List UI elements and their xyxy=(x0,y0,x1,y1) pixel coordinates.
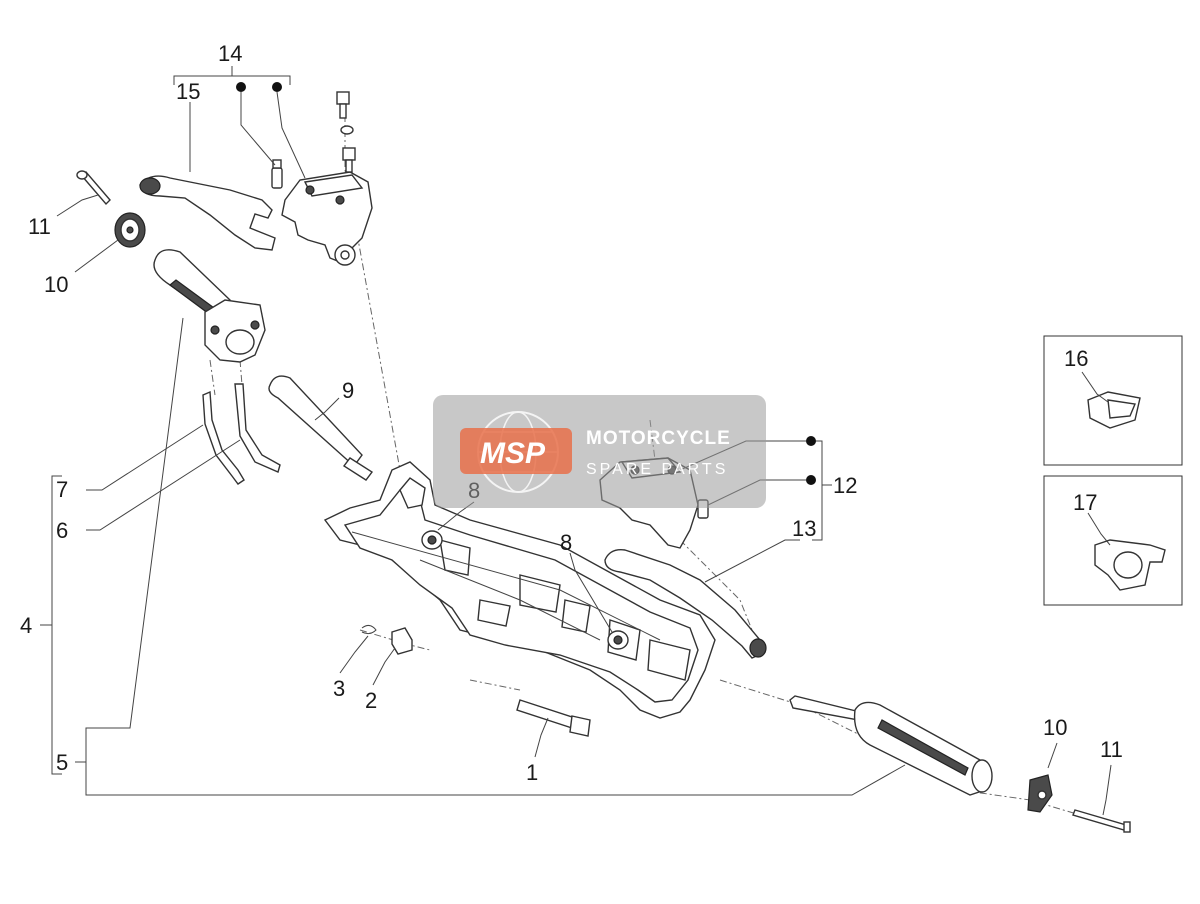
callout-10-right: 10 xyxy=(1043,715,1067,740)
callout-17: 17 xyxy=(1073,490,1097,515)
inset-box-16 xyxy=(1043,335,1183,466)
callout-9: 9 xyxy=(342,378,354,403)
left-throttle-housing xyxy=(204,299,266,363)
callout-16: 16 xyxy=(1064,346,1088,371)
callout-5: 5 xyxy=(56,750,68,775)
throttle-cable-7 xyxy=(202,390,245,485)
callout-11-right: 11 xyxy=(1100,737,1123,762)
callout-leaders xyxy=(56,102,1112,816)
inset-box-17 xyxy=(1043,475,1183,606)
right-grip xyxy=(789,695,993,796)
watermark-logo-badge xyxy=(460,428,572,474)
right-bar-end-weight xyxy=(1027,774,1053,813)
callout-1: 1 xyxy=(526,760,538,785)
square-nut xyxy=(391,627,413,655)
left-brake-lever xyxy=(139,175,276,251)
throttle-cable-6 xyxy=(234,383,281,473)
watermark-subtitle: SPARE PARTS xyxy=(586,461,728,478)
bolt-center xyxy=(516,699,591,737)
spring-clip xyxy=(361,624,377,635)
leader-5 xyxy=(75,317,906,796)
callout-7: 7 xyxy=(56,477,68,502)
callout-2: 2 xyxy=(365,688,377,713)
nut-lower xyxy=(607,630,629,650)
left-end-screw xyxy=(76,170,111,206)
callout-6: 6 xyxy=(56,518,68,543)
nut-upper xyxy=(421,530,443,550)
watermark-logo: MSP xyxy=(480,437,546,470)
callout-4: 4 xyxy=(20,613,32,638)
right-brake-lever xyxy=(604,549,767,659)
bracket-14 xyxy=(173,66,306,179)
callout-10-left: 10 xyxy=(44,272,68,297)
callout-11-left: 11 xyxy=(28,214,51,239)
callout-8-lower: 8 xyxy=(560,530,572,555)
watermark-panel xyxy=(433,395,766,508)
handlebar-body xyxy=(323,461,716,719)
inner-tube xyxy=(268,375,374,481)
left-master-cylinder xyxy=(281,171,373,266)
callout-14: 14 xyxy=(218,41,242,66)
watermark-title: MOTORCYCLE xyxy=(586,428,731,449)
left-mount-screws xyxy=(336,91,356,173)
watermark: MSP MOTORCYCLE SPARE PARTS xyxy=(433,395,766,508)
callout-12: 12 xyxy=(833,473,857,498)
left-small-pin xyxy=(271,159,283,189)
bracket-4 xyxy=(40,475,62,775)
callout-13: 13 xyxy=(792,516,816,541)
callout-3: 3 xyxy=(333,676,345,701)
callout-15: 15 xyxy=(176,79,200,104)
left-bar-end-weight xyxy=(114,212,146,248)
right-end-screw xyxy=(1072,809,1131,833)
